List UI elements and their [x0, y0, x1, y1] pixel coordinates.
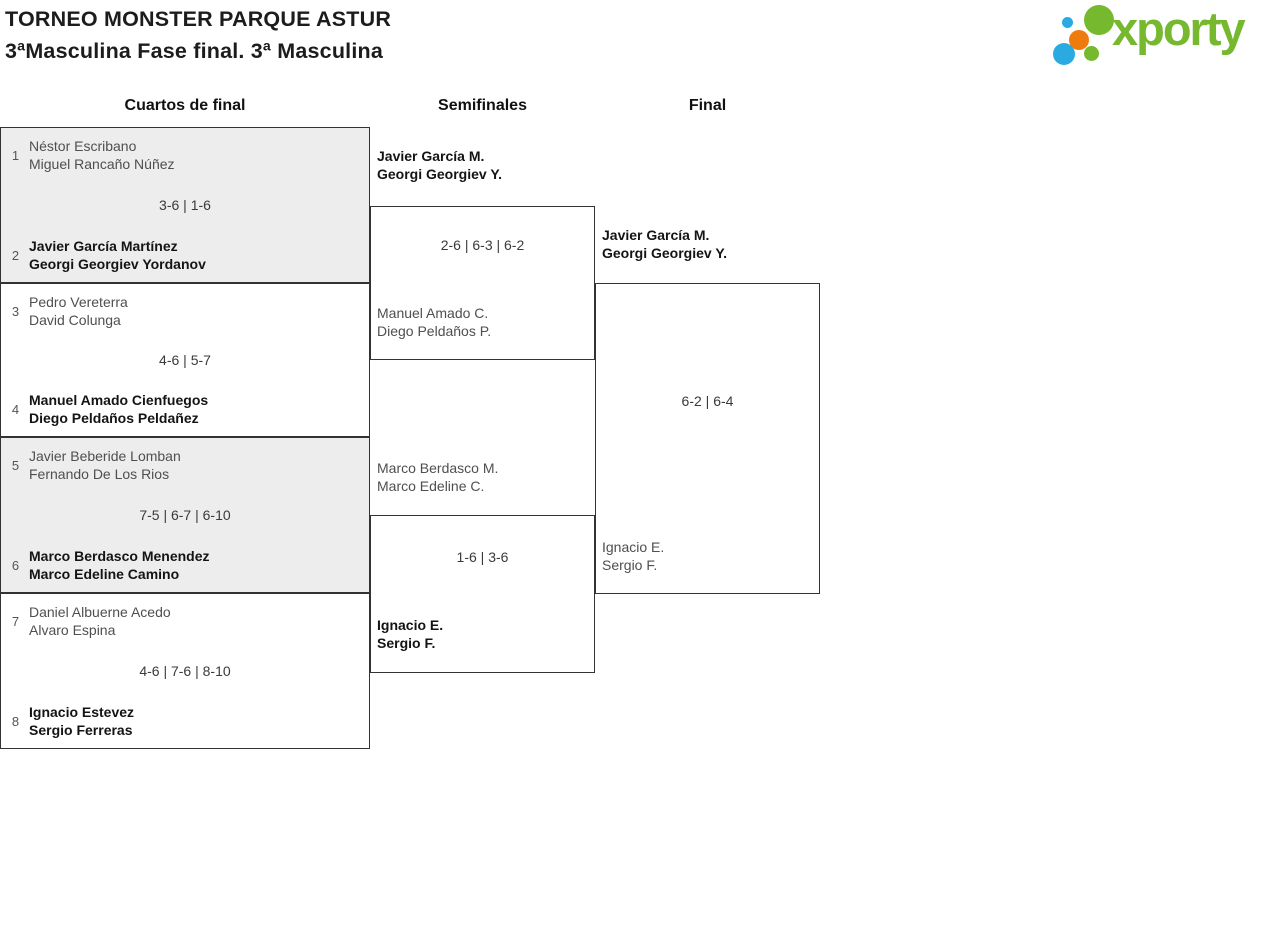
player-name: Ignacio E. — [602, 539, 665, 555]
logo-dot-icon — [1084, 5, 1114, 35]
player-name: Diego Peldaños P. — [377, 323, 492, 339]
seed-number: 5 — [11, 457, 20, 473]
player-name: Sergio Ferreras — [29, 722, 133, 738]
player-name: Ignacio E. — [377, 617, 444, 633]
logo-dot-icon — [1084, 46, 1099, 61]
player-name: Georgi Georgiev Yordanov — [29, 256, 206, 272]
player-name: Sergio F. — [377, 635, 436, 651]
team-row: 4 Manuel Amado Cienfuegos Diego Peldaños… — [1, 391, 369, 427]
match-box-qf1: 1 Néstor Escribano Miguel Rancaño Núñez … — [0, 127, 370, 283]
team-names: Pedro Vereterra David Colunga — [29, 293, 128, 329]
player-name: Diego Peldaños Peldañez — [29, 410, 199, 426]
match-score: 7-5 | 6-7 | 6-10 — [139, 507, 231, 523]
player-name: Pedro Vereterra — [29, 294, 128, 310]
seed-number: 2 — [11, 247, 20, 263]
player-name: Daniel Albuerne Acedo — [29, 604, 171, 620]
seed-number: 6 — [11, 557, 20, 573]
player-name: Javier García M. — [602, 227, 710, 243]
match-score: 4-6 | 7-6 | 8-10 — [139, 663, 231, 679]
round-header-semifinals: Semifinales — [438, 97, 527, 114]
team-row: 7 Daniel Albuerne Acedo Alvaro Espina — [1, 603, 369, 639]
player-name: Javier Beberide Lomban — [29, 448, 181, 464]
player-name: Javier García M. — [377, 148, 485, 164]
match-box-sf2 — [370, 515, 595, 673]
team-row: 2 Javier García Martínez Georgi Georgiev… — [1, 237, 369, 273]
team-names: Marco Berdasco M. Marco Edeline C. — [377, 459, 498, 495]
player-name: Manuel Amado Cienfuegos — [29, 392, 209, 408]
seed-number: 3 — [11, 303, 20, 319]
player-name: Georgi Georgiev Y. — [602, 245, 728, 261]
match-score: 6-2 | 6-4 — [681, 393, 734, 409]
match-box-qf3: 5 Javier Beberide Lomban Fernando De Los… — [0, 437, 370, 593]
team-names: Ignacio E. Sergio F. — [377, 616, 443, 652]
team-row: 1 Néstor Escribano Miguel Rancaño Núñez — [1, 137, 369, 173]
team-names: Javier García Martínez Georgi Georgiev Y… — [29, 237, 206, 273]
player-name: David Colunga — [29, 312, 121, 328]
player-name: Alvaro Espina — [29, 622, 116, 638]
seed-number: 1 — [11, 147, 20, 163]
team-names: Marco Berdasco Menendez Marco Edeline Ca… — [29, 547, 210, 583]
round-header-final: Final — [688, 97, 727, 114]
match-box-final — [595, 283, 820, 594]
match-score: 3-6 | 1-6 — [159, 197, 211, 213]
seed-number: 8 — [11, 713, 20, 729]
seed-number: 7 — [11, 613, 20, 629]
match-score: 2-6 | 6-3 | 6-2 — [440, 237, 525, 253]
player-name: Georgi Georgiev Y. — [377, 166, 503, 182]
player-name: Miguel Rancaño Núñez — [29, 156, 175, 172]
team-names: Ignacio E. Sergio F. — [602, 538, 664, 574]
xporty-logo[interactable]: xporty — [1050, 0, 1275, 72]
player-name: Ignacio Estevez — [29, 704, 135, 720]
seed-number: 4 — [11, 401, 20, 417]
player-name: Javier García Martínez — [29, 238, 178, 254]
player-name: Fernando De Los Rios — [29, 466, 170, 482]
match-score: 4-6 | 5-7 — [159, 352, 211, 368]
team-row: 3 Pedro Vereterra David Colunga — [1, 293, 369, 329]
player-name: Manuel Amado C. — [377, 305, 489, 321]
player-name: Marco Edeline C. — [377, 478, 485, 494]
player-name: Sergio F. — [602, 557, 658, 573]
logo-wordmark: xporty — [1112, 2, 1246, 55]
team-names: Javier Beberide Lomban Fernando De Los R… — [29, 447, 181, 483]
match-box-qf2: 3 Pedro Vereterra David Colunga 4-6 | 5-… — [0, 283, 370, 437]
match-score: 1-6 | 3-6 — [456, 549, 509, 565]
logo-dot-icon — [1069, 30, 1089, 50]
team-row: 5 Javier Beberide Lomban Fernando De Los… — [1, 447, 369, 483]
team-names: Javier García M. Georgi Georgiev Y. — [377, 147, 502, 183]
team-row: 6 Marco Berdasco Menendez Marco Edeline … — [1, 547, 369, 583]
player-name: Marco Edeline Camino — [29, 566, 180, 582]
logo-dot-icon — [1053, 43, 1075, 65]
team-names: Ignacio Estevez Sergio Ferreras — [29, 703, 134, 739]
match-box-sf1 — [370, 206, 595, 360]
tournament-title: TORNEO MONSTER PARQUE ASTUR — [5, 7, 392, 31]
round-header-quarterfinals: Cuartos de final — [124, 97, 246, 114]
match-box-qf4: 7 Daniel Albuerne Acedo Alvaro Espina 4-… — [0, 593, 370, 749]
player-name: Néstor Escribano — [29, 138, 137, 154]
team-names: Manuel Amado Cienfuegos Diego Peldaños P… — [29, 391, 208, 427]
player-name: Marco Berdasco Menendez — [29, 548, 210, 564]
player-name: Marco Berdasco M. — [377, 460, 499, 476]
team-names: Manuel Amado C. Diego Peldaños P. — [377, 304, 491, 340]
team-names: Néstor Escribano Miguel Rancaño Núñez — [29, 137, 175, 173]
team-names: Daniel Albuerne Acedo Alvaro Espina — [29, 603, 171, 639]
page-title: TORNEO MONSTER PARQUE ASTUR 3ªMasculina … — [5, 3, 391, 67]
logo-dot-icon — [1062, 17, 1073, 28]
team-row: 8 Ignacio Estevez Sergio Ferreras — [1, 703, 369, 739]
tournament-subtitle: 3ªMasculina Fase final. 3ª Masculina — [5, 39, 384, 63]
team-names: Javier García M. Georgi Georgiev Y. — [602, 226, 727, 262]
